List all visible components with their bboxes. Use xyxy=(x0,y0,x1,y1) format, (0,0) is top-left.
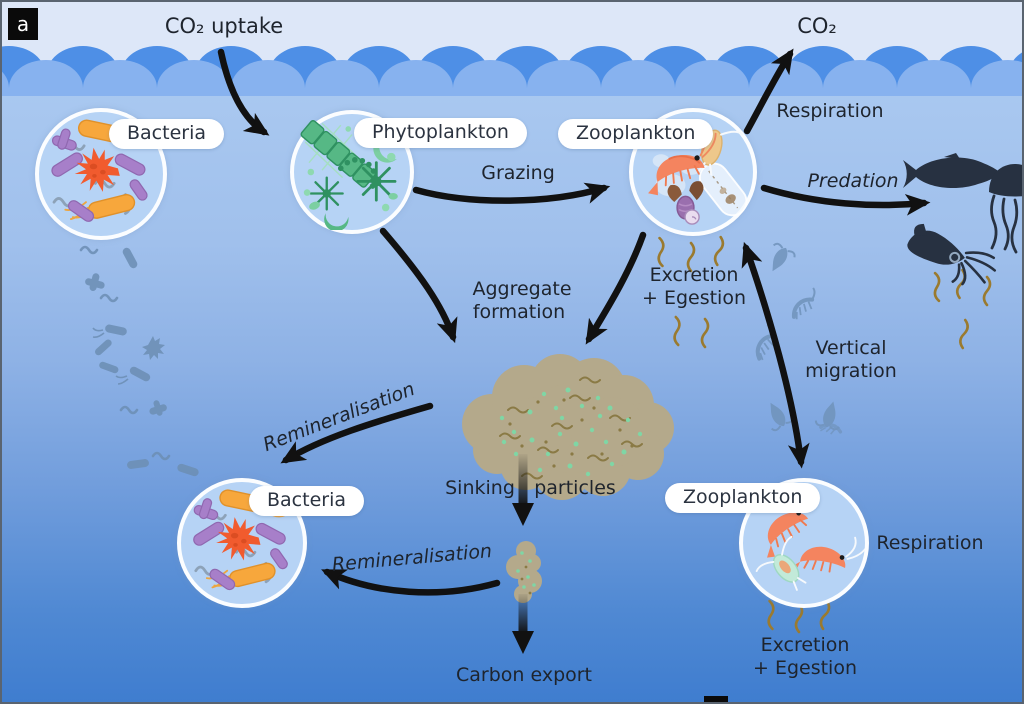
excretion-deep-label-2: + Egestion xyxy=(752,657,858,679)
zooplankton-surface-illustration xyxy=(648,122,748,225)
excretion-surface-label-1: Excretion xyxy=(649,264,739,286)
vertical-migration-label-2: migration xyxy=(805,360,897,382)
zooplankton-deep-illustration xyxy=(755,485,865,591)
bacteria-surface-label-text: Bacteria xyxy=(127,122,206,144)
aggregate-formation-label-1: Aggregate xyxy=(472,278,572,300)
co2-release-label: CO₂ xyxy=(797,14,837,38)
vertical-migration-label-1: Vertical xyxy=(815,337,887,359)
bacteria-deep-label-text: Bacteria xyxy=(267,489,346,511)
sinking-label: Sinking xyxy=(445,477,515,499)
respiration-surface-label: Respiration xyxy=(776,100,884,122)
phytoplankton-label: Phytoplankton xyxy=(354,118,527,148)
grazing-label: Grazing xyxy=(481,162,555,184)
bacteria-deep-label: Bacteria xyxy=(249,486,364,516)
zooplankton-deep-label: Zooplankton xyxy=(665,483,821,513)
bacteria-surface-circle xyxy=(35,108,167,240)
phytoplankton-label-text: Phytoplankton xyxy=(372,121,509,143)
panel-letter: a xyxy=(8,8,38,40)
bacteria-illustration xyxy=(193,489,288,591)
aggregate-formation-label-2: formation xyxy=(472,301,566,323)
zooplankton-deep-label-text: Zooplankton xyxy=(683,486,803,508)
respiration-deep-label: Respiration xyxy=(876,532,984,554)
particles-label: particles xyxy=(534,477,616,499)
zooplankton-surface-circle xyxy=(629,108,757,236)
co2-uptake-label: CO₂ uptake xyxy=(164,14,284,38)
sky-band xyxy=(2,2,1022,94)
excretion-surface-label-2: + Egestion xyxy=(641,287,747,309)
carbon-export-label: Carbon export xyxy=(455,664,593,686)
zooplankton-surface-label-text: Zooplankton xyxy=(576,122,696,144)
bacteria-surface-label: Bacteria xyxy=(109,119,224,149)
excretion-deep-label-1: Excretion xyxy=(760,634,850,656)
bottom-crop-mark xyxy=(704,696,728,702)
zooplankton-surface-label: Zooplankton xyxy=(558,119,714,149)
predation-label: Predation xyxy=(807,170,899,192)
